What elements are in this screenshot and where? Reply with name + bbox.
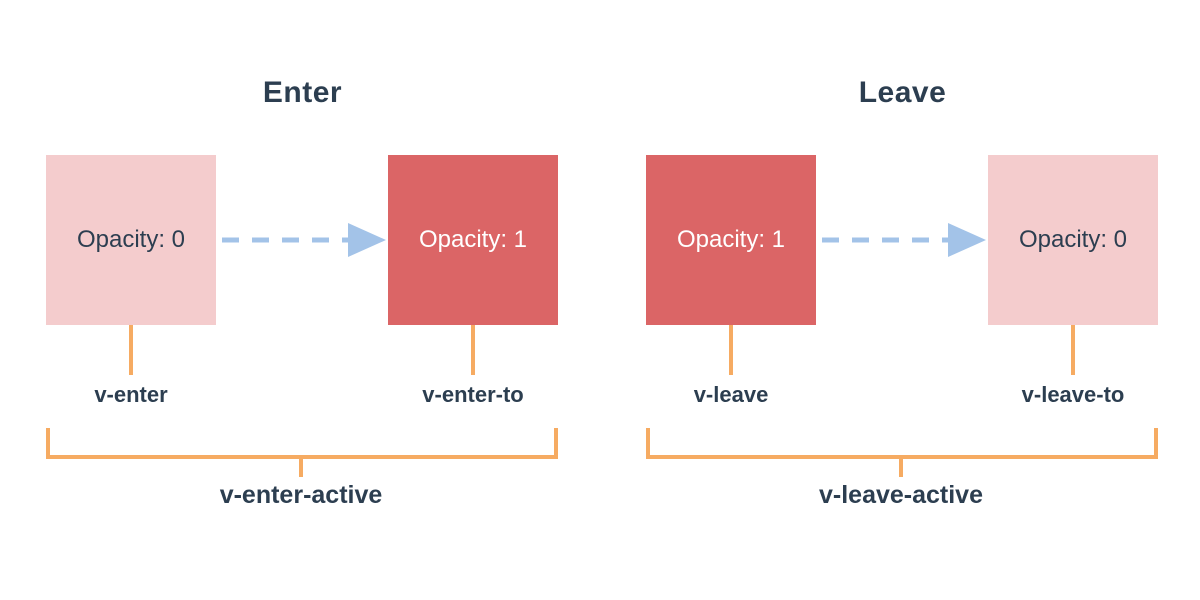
enter-from-class-label: v-enter [94, 382, 168, 407]
leave-active-range-bracket [646, 428, 1158, 459]
dashed-arrow-right-icon [222, 223, 386, 257]
leave-active-bracket-stem [899, 457, 903, 477]
enter-to-box: Opacity: 1 [388, 155, 558, 325]
leave-to-connector-line [1071, 325, 1075, 375]
enter-active-bracket-stem [299, 457, 303, 477]
enter-from-connector-line [129, 325, 133, 375]
leave-to-box-label: Opacity: 0 [1018, 226, 1128, 253]
enter-active-class-label: v-enter-active [219, 481, 383, 509]
dashed-arrow-right-icon [822, 223, 986, 257]
enter-to-class-label: v-enter-to [422, 382, 524, 407]
leave-section-title: Leave [858, 76, 947, 109]
enter-section-title: Enter [262, 76, 343, 109]
leave-active-class-label: v-leave-active [818, 481, 983, 509]
enter-to-connector-line [471, 325, 475, 375]
leave-to-class-label: v-leave-to [1021, 382, 1125, 407]
leave-from-box-label: Opacity: 1 [676, 226, 786, 253]
leave-to-box: Opacity: 0 [988, 155, 1158, 325]
leave-section: Leave Opacity: 1 Opacity: 0 v-leave v-le… [600, 0, 1200, 600]
enter-to-box-label: Opacity: 1 [418, 226, 528, 253]
enter-from-box: Opacity: 0 [46, 155, 216, 325]
enter-section: Enter Opacity: 0 Opacity: 1 v-enter v-en… [46, 76, 558, 509]
leave-from-box: Opacity: 1 [646, 155, 816, 325]
leave-from-class-label: v-leave [693, 382, 769, 407]
enter-active-range-bracket [46, 428, 558, 459]
leave-from-connector-line [729, 325, 733, 375]
enter-from-box-label: Opacity: 0 [76, 226, 186, 253]
